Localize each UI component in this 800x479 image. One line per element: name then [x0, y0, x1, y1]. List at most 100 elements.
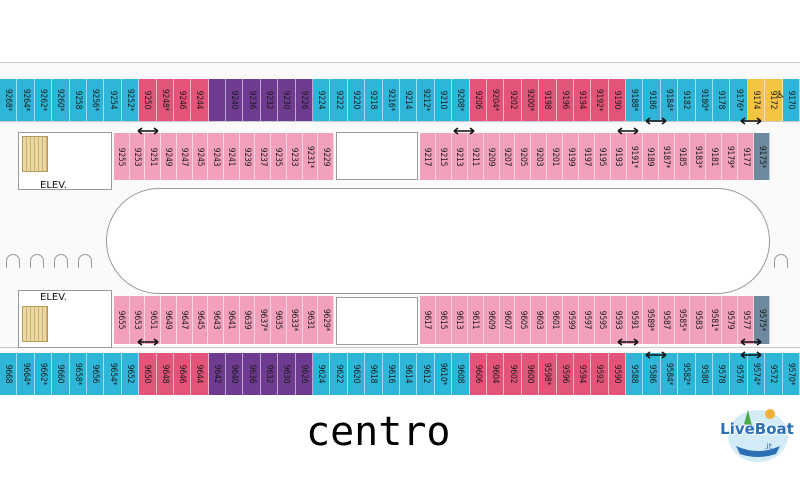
cabin-9215: 9215	[435, 133, 452, 180]
cabin-number: 9182	[681, 90, 692, 110]
cabin-number: 9190	[611, 90, 622, 110]
cabin-number: 9583	[692, 310, 703, 330]
cabin-9254: 9254	[104, 79, 122, 121]
cabin-9594: 9594	[573, 353, 592, 395]
cabin-number: 9177	[740, 147, 751, 166]
cabin-9587: 9587	[658, 296, 675, 344]
logo-domain: .it	[764, 442, 772, 451]
cabin-9658: 9658*	[69, 353, 87, 395]
cabin-number: 9585*	[676, 308, 687, 332]
cabin-9629: 9629*	[318, 296, 334, 344]
cabin-number: 9641	[226, 310, 237, 330]
cabin-number: 9175*	[756, 145, 767, 168]
cabin-number: 9576	[733, 364, 744, 384]
cabin-number: 9586	[646, 364, 657, 384]
cabin-9206: 9206	[469, 79, 487, 121]
connecting-door-icon	[740, 338, 762, 346]
cabin-number: 9268*	[3, 88, 14, 112]
cabin-number: 9216*	[385, 88, 396, 112]
cabin-number: 9652	[124, 364, 135, 384]
cabin-9229: 9229	[318, 133, 334, 180]
cabin-9590: 9590	[608, 353, 627, 395]
cabin-9668: 9668	[0, 353, 18, 395]
cabin-number: 9655	[116, 310, 127, 330]
cabin-number: 9184*	[664, 88, 675, 112]
cabin-number: 9218	[368, 90, 379, 110]
cabin-number: 9201	[549, 147, 560, 166]
cabin-number: 9194	[577, 90, 588, 110]
cabin-number: 9253	[132, 147, 143, 166]
cabin-9617: 9617	[420, 296, 436, 344]
cabin-9595: 9595	[595, 296, 611, 344]
cabin-number: 9646	[177, 364, 188, 384]
cabin-number: 9590	[611, 364, 622, 384]
section-title: centro	[306, 409, 451, 455]
cabin-9244: 9244	[191, 79, 209, 121]
lower-corridor-line	[0, 347, 800, 348]
cabin-9241: 9241	[224, 133, 240, 180]
cabin-number: 9604	[490, 364, 501, 384]
cabin-9581: 9581*	[706, 296, 723, 344]
cabin-9247: 9247	[176, 133, 193, 180]
cabin-9182: 9182	[678, 79, 696, 121]
cabin-number: 9258	[72, 90, 83, 110]
cabin-number: 9191*	[629, 145, 640, 168]
elevator-label-bottom: ELEV.	[40, 292, 67, 303]
cabin-number: 9206	[472, 90, 483, 110]
cabin-number: 9616	[385, 364, 396, 384]
cabin-number: 9231*	[304, 145, 315, 168]
cabin-number: 9200*	[524, 88, 535, 112]
cabin-9178: 9178	[713, 79, 731, 121]
cabin-9188: 9188*	[626, 79, 644, 121]
cabin-number: 9587	[661, 310, 672, 330]
cabin-9264: 9264*	[17, 79, 35, 121]
cabin-number: 9176*	[733, 88, 744, 112]
cabin-9230: 9230	[278, 79, 296, 121]
cabin-number: 9618	[368, 364, 379, 384]
cabin-number: 9580	[698, 364, 709, 384]
cabin-9181: 9181	[706, 133, 723, 180]
cabin-number: 9254	[107, 90, 118, 110]
connecting-door-icon	[740, 117, 762, 125]
cabin-number: 9213	[454, 147, 465, 166]
cabin-number: 9589*	[645, 308, 656, 332]
cabin-9604: 9604	[486, 353, 505, 395]
cabin-number: 9230	[281, 90, 292, 110]
cabin-number: 9197	[581, 147, 592, 166]
cabin-9201: 9201	[547, 133, 564, 180]
cabin-9262: 9262*	[34, 79, 53, 121]
cabin-9217: 9217	[420, 133, 436, 180]
cabin-number: 9622	[333, 364, 344, 384]
cabin-9584: 9584*	[660, 353, 679, 395]
cabin-9250: 9250	[139, 79, 157, 121]
cabin-9170: 9170	[782, 79, 800, 121]
cabin-9203: 9203	[531, 133, 548, 180]
cabin-9189: 9189	[642, 133, 659, 180]
cabin-number: 9220	[351, 90, 361, 110]
cabin-9211: 9211	[467, 133, 484, 180]
cabin-9633: 9633*	[286, 296, 303, 344]
cabin-9233: 9233	[286, 133, 303, 180]
cabin-9632: 9632	[260, 353, 279, 395]
cabin-number: 9575*	[756, 308, 767, 332]
cabin-number: 9262*	[37, 88, 48, 112]
cabin-number: 9222	[333, 90, 344, 110]
cabin-number: 9255	[116, 147, 127, 166]
cabin-number: 9631	[304, 310, 315, 330]
cabin-9596: 9596	[556, 353, 574, 395]
cabin-9575: 9575*	[754, 296, 770, 344]
cabin-number: 9198	[542, 90, 553, 110]
cabin-9610: 9610*	[434, 353, 453, 395]
cabin-9237: 9237	[255, 133, 272, 180]
cabin-number: 9237	[257, 147, 268, 166]
cabin-9235: 9235	[271, 133, 287, 180]
cabin-9197: 9197	[579, 133, 595, 180]
cabin-9591: 9591	[626, 296, 643, 344]
cabin-9608: 9608	[452, 353, 470, 395]
cabin-9232: 9232	[260, 79, 279, 121]
cabin-9648: 9648	[156, 353, 174, 395]
upper-staircase	[22, 136, 48, 172]
cabin-number: 9592	[594, 364, 605, 384]
cabin-number: 9610*	[437, 362, 448, 386]
